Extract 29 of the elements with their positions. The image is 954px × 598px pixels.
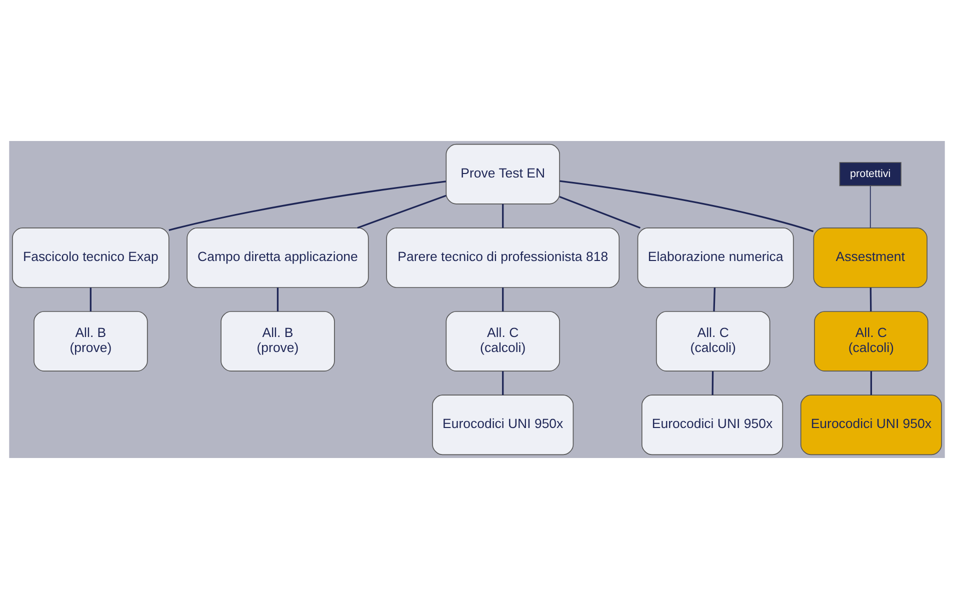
node-box: Prove Test EN [446, 143, 560, 204]
connector [560, 180, 814, 232]
connector [870, 185, 871, 228]
connector [357, 194, 446, 228]
node-box: All. B (prove) [220, 310, 335, 372]
connector [870, 287, 872, 311]
node-box: Eurocodici UNI 950x [642, 394, 784, 455]
connector [870, 370, 872, 395]
node-box: Eurocodici UNI 950x [432, 394, 574, 455]
connector [502, 287, 504, 311]
connector [90, 287, 92, 311]
node-box: All. B (prove) [34, 310, 148, 372]
connector [713, 287, 716, 311]
node-box: protettivi [839, 162, 902, 186]
node-box: Parere tecnico di professionista 818 [386, 227, 620, 288]
connector [502, 370, 504, 395]
node-box: Elaborazione numerica [637, 227, 794, 288]
node-box: All. C (calcoli) [814, 310, 928, 372]
node-box: Campo diretta applicazione [186, 227, 369, 288]
node-box: Fascicolo tecnico Exap [12, 227, 170, 288]
node-box: All. C (calcoli) [446, 310, 560, 372]
node-box: All. C (calcoli) [656, 310, 770, 372]
connector [712, 370, 714, 395]
connector [276, 287, 279, 311]
connector [168, 180, 446, 230]
connector [502, 204, 504, 228]
connector [559, 196, 641, 228]
node-box: Assestment [813, 227, 928, 288]
node-box: Eurocodici UNI 950x [800, 394, 942, 455]
